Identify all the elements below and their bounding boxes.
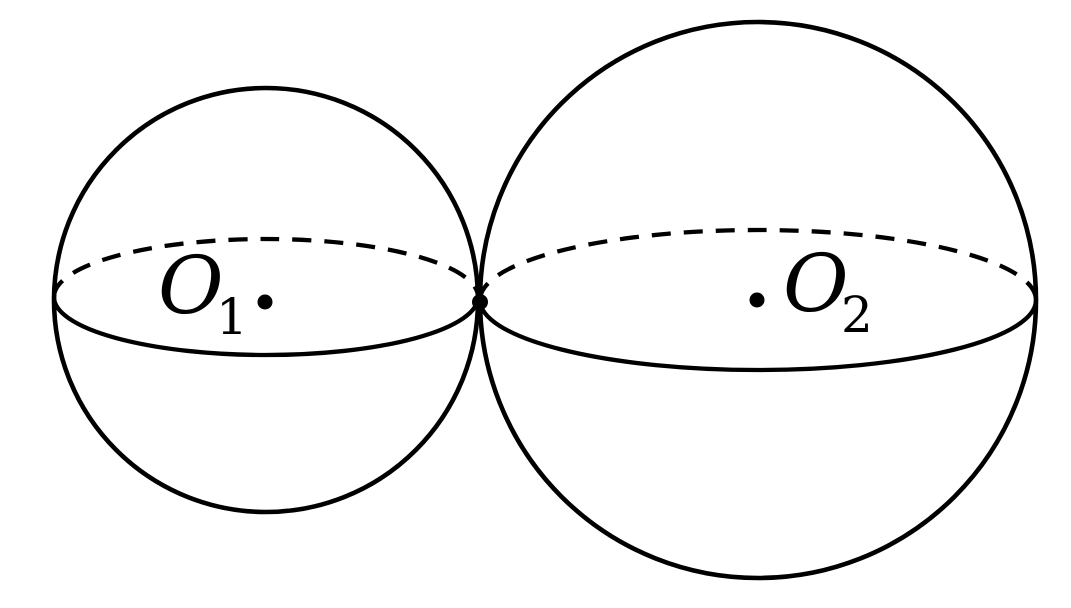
sphere-2: O 2	[477, 19, 1039, 581]
sphere-2-equator-front	[477, 299, 1039, 373]
sphere-1-label-base: O	[158, 239, 224, 332]
sphere-1-label-subscript: 1	[216, 288, 248, 346]
tangency-point-dot	[472, 294, 488, 310]
sphere-2-equator-back-dashed	[477, 227, 1039, 301]
sphere-2-label-base: O	[783, 237, 849, 330]
sphere-2-label-subscript: 2	[841, 286, 873, 344]
sphere-1-equator-front	[51, 296, 481, 358]
sphere-1-center-dot	[257, 294, 273, 310]
sphere-1: O 1	[51, 85, 481, 515]
sphere-2-center-dot	[749, 292, 765, 308]
sphere-2-label: O 2	[783, 237, 873, 344]
sphere-1-equator-back-dashed	[51, 236, 481, 298]
sphere-1-label: O 1	[158, 239, 248, 346]
